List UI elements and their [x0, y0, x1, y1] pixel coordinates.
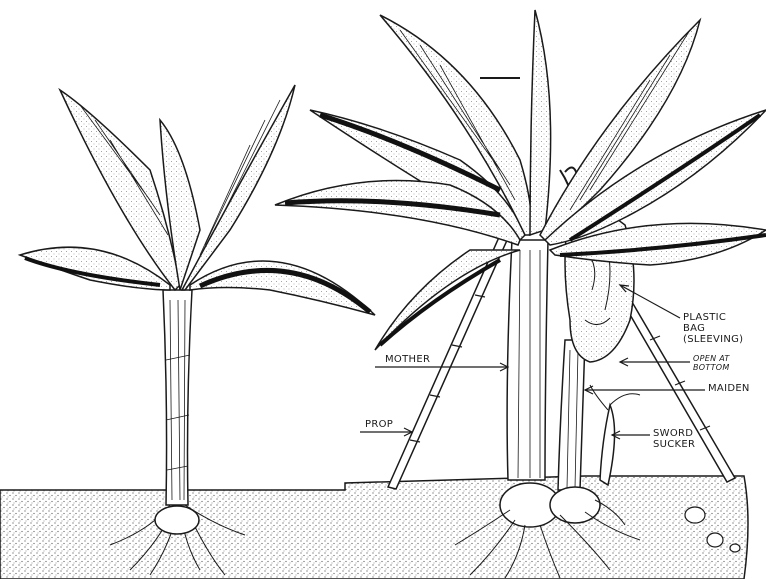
maiden-label: MAIDEN	[708, 383, 750, 394]
plastic-bag-label: PLASTIC BAG (SLEEVING)	[683, 312, 743, 345]
sword-sucker-label: SWORD SUCKER	[653, 428, 695, 450]
ground	[0, 476, 748, 579]
prop-label: PROP	[365, 419, 393, 430]
open-at-bottom-label: OPEN AT BOTTOM	[693, 354, 730, 372]
mother-label: MOTHER	[385, 354, 430, 365]
